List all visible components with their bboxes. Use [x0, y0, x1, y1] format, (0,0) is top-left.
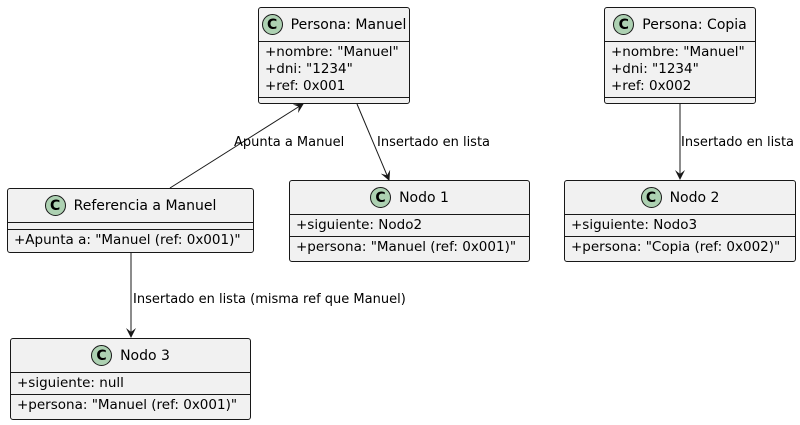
- class-c-icon: C: [640, 187, 662, 208]
- attribute: +nombre: "Manuel": [611, 44, 745, 60]
- method: +persona: "Manuel (ref: 0x001)": [296, 239, 517, 255]
- attributes-section: +siguiente: null: [11, 373, 250, 395]
- attributes-section: +siguiente: Nodo3: [565, 215, 795, 237]
- attribute: +Apunta a: "Manuel (ref: 0x001)": [14, 232, 241, 248]
- methods-section: +Apunta a: "Manuel (ref: 0x001)": [8, 230, 253, 251]
- class-referencia-manuel: C Referencia a Manuel +Apunta a: "Manuel…: [7, 188, 254, 253]
- class-header: C Persona: Manuel: [259, 8, 409, 42]
- attribute: +dni: "1234": [611, 61, 699, 77]
- attribute: +siguiente: Nodo2: [296, 217, 423, 233]
- methods-section: +persona: "Manuel (ref: 0x001)": [290, 237, 529, 258]
- methods-section: +persona: "Copia (ref: 0x002)": [565, 237, 795, 258]
- class-c-icon: C: [91, 345, 113, 366]
- class-title: Nodo 3: [120, 347, 170, 364]
- class-c-icon: C: [261, 14, 283, 35]
- edge-label-manuel-nodo1: Insertado en lista: [377, 135, 491, 150]
- methods-section: [605, 98, 755, 106]
- class-header: C Referencia a Manuel: [8, 189, 253, 223]
- class-persona-manuel: C Persona: Manuel +nombre: "Manuel" +dni…: [258, 7, 410, 104]
- method: +persona: "Copia (ref: 0x002)": [571, 239, 781, 255]
- attributes-section: +nombre: "Manuel" +dni: "1234" +ref: 0x0…: [259, 42, 409, 98]
- class-title: Persona: Copia: [642, 16, 747, 33]
- attribute: +nombre: "Manuel": [265, 44, 399, 60]
- attribute: +ref: 0x002: [611, 78, 692, 94]
- class-persona-copia: C Persona: Copia +nombre: "Manuel" +dni:…: [604, 7, 756, 104]
- class-header: C Nodo 3: [11, 339, 250, 373]
- class-nodo-1: C Nodo 1 +siguiente: Nodo2 +persona: "Ma…: [289, 180, 530, 262]
- attributes-section: +siguiente: Nodo2: [290, 215, 529, 237]
- attribute: +ref: 0x001: [265, 78, 346, 94]
- class-c-icon: C: [613, 14, 635, 35]
- edge-label-ref-nodo3: Insertado en lista (misma ref que Manuel…: [133, 292, 406, 307]
- methods-section: [259, 98, 409, 106]
- edge-label-apunta: Apunta a Manuel: [234, 135, 345, 150]
- attribute: +siguiente: Nodo3: [571, 217, 698, 233]
- arrow-manuel-to-nodo1: [356, 103, 391, 181]
- class-nodo-3: C Nodo 3 +siguiente: null +persona: "Man…: [10, 338, 251, 420]
- class-header: C Nodo 2: [565, 181, 795, 215]
- class-title: Nodo 2: [669, 189, 720, 206]
- edge-label-copia-nodo2: Insertado en lista: [681, 135, 795, 150]
- class-c-icon: C: [44, 195, 66, 216]
- class-title: Nodo 1: [399, 189, 449, 206]
- class-nodo-2: C Nodo 2 +siguiente: Nodo3 +persona: "Co…: [564, 180, 796, 262]
- class-c-icon: C: [370, 187, 392, 208]
- method: +persona: "Manuel (ref: 0x001)": [17, 397, 238, 413]
- attributes-section: +nombre: "Manuel" +dni: "1234" +ref: 0x0…: [605, 42, 755, 98]
- methods-section: +persona: "Manuel (ref: 0x001)": [11, 395, 250, 416]
- arrow-ref-to-manuel: [169, 103, 304, 189]
- attribute: +siguiente: null: [17, 375, 124, 391]
- attributes-section-empty: [8, 223, 253, 230]
- attribute: +dni: "1234": [265, 61, 353, 77]
- class-title: Persona: Manuel: [290, 16, 407, 33]
- class-header: C Nodo 1: [290, 181, 529, 215]
- class-header: C Persona: Copia: [605, 8, 755, 42]
- class-title: Referencia a Manuel: [73, 197, 217, 214]
